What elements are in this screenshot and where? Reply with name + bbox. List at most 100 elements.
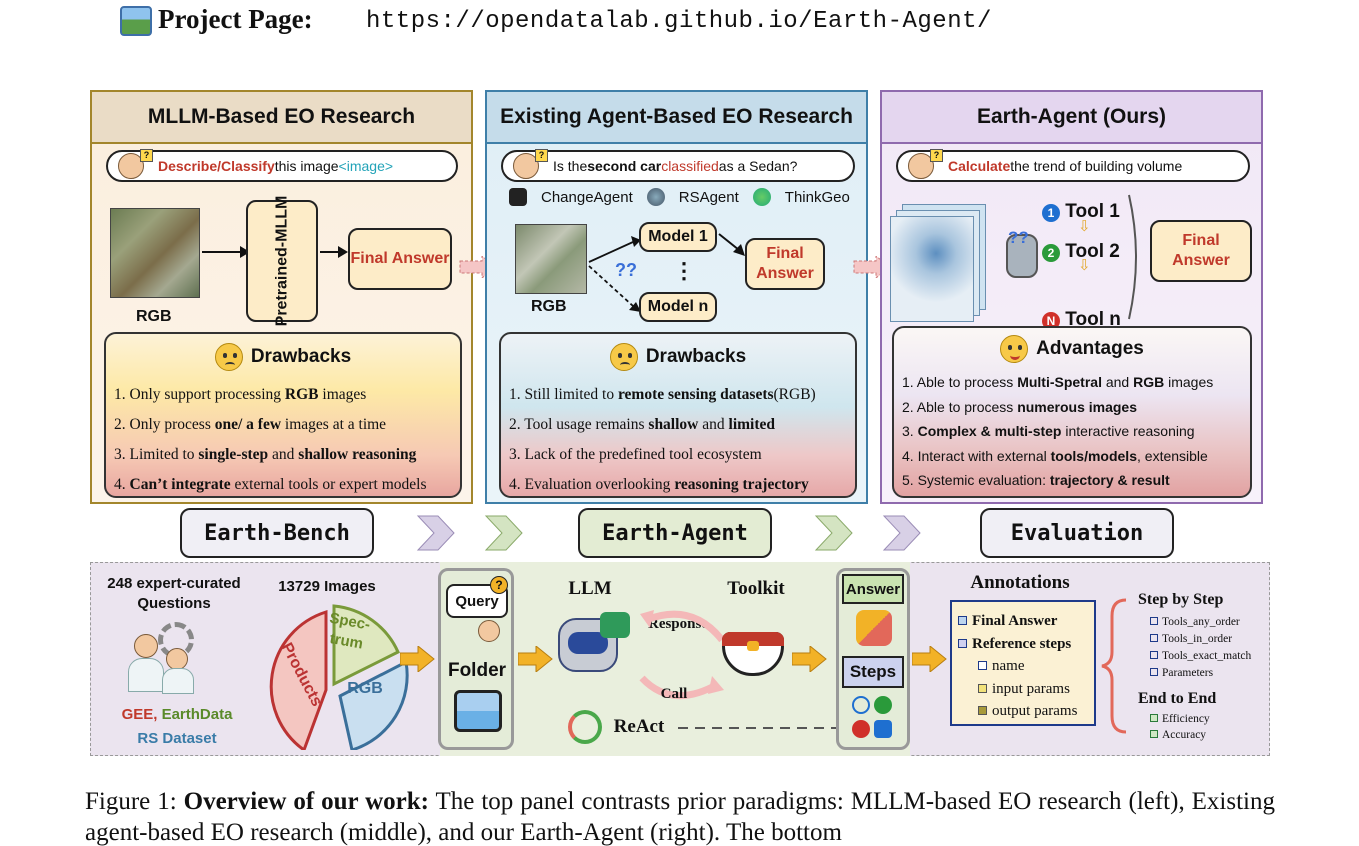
call-label: Call (660, 686, 688, 702)
model-n-box: Model n (639, 292, 717, 322)
query-bubble: Describe/Classify this image<image> (106, 149, 458, 182)
orange-arrow-icon (912, 646, 947, 672)
step-metrics-list: Tools_any_order Tools_in_order Tools_exa… (1150, 614, 1251, 682)
branch-arrows-icon (588, 236, 641, 312)
metric-item: Tools_in_order (1150, 631, 1251, 648)
agent-name: ThinkGeo (784, 188, 850, 206)
orange-arrow-icon (400, 646, 435, 672)
tool-list: 1 Tool 1 2 Tool 2 N Tool n (1042, 192, 1121, 340)
query-chip: Query (446, 584, 508, 618)
user-icon (118, 149, 153, 179)
dashed-arrow-icon (678, 722, 846, 734)
cycle-arrows-icon (639, 610, 725, 700)
react-cycle-icon (568, 710, 602, 744)
react-label: ReAct (613, 716, 665, 737)
metric-item: Parameters (1150, 665, 1251, 682)
query-tag: <image> (338, 158, 394, 174)
step-by-step-title: Step by Step (1138, 591, 1224, 608)
end-to-end-title: End to End (1138, 690, 1217, 707)
toolkit-label: Toolkit (727, 578, 785, 599)
tool-item: N Tool n (1042, 300, 1121, 340)
answer-chip: Answer (842, 574, 904, 604)
chevron-right-icon (416, 515, 455, 551)
query-bubble: Calculate the trend of building volume (896, 149, 1250, 182)
arrow-icon (202, 246, 250, 258)
drawback-item: 1. Still limited to remote sensing datas… (509, 386, 816, 403)
ellipsis: ⋮ (673, 258, 695, 283)
orange-arrow-icon (792, 646, 827, 672)
final-answer-box: Final Answer (1150, 220, 1252, 282)
chat-bubble-icon (600, 612, 630, 638)
steps-chip: Steps (842, 656, 904, 688)
drawbacks-list: 1. Still limited to remote sensing datas… (509, 380, 849, 496)
number-1-icon: 1 (1042, 204, 1060, 222)
drawback-item: 4. Evaluation overlooking reasoning traj… (509, 476, 809, 493)
thinkgeo-icon (752, 188, 771, 206)
project-page-url[interactable]: https://opendatalab.github.io/Earth-Agen… (366, 8, 992, 35)
arrow-icon (320, 246, 348, 258)
drawback-item: 3. Limited to single-step and shallow re… (114, 446, 417, 463)
bracket-icon (1128, 194, 1137, 320)
drawback-item: 1. Only support processing RGB images (114, 386, 367, 403)
folder-label: Folder (447, 660, 507, 681)
experts-icon (128, 622, 204, 694)
annotation-item: Reference steps (958, 633, 1088, 656)
advantage-item: 2. Able to process numerous images (902, 398, 1138, 415)
number-n-icon: N (1042, 312, 1060, 330)
panel-title: MLLM-Based EO Research (92, 92, 471, 144)
annotation-item: name (958, 655, 1088, 678)
advantages-card: Advantages 1. Able to process Multi-Spet… (892, 326, 1252, 498)
rgb-label: RGB (531, 298, 567, 315)
advantage-item: 1. Able to process Multi-Spetral and RGB… (902, 374, 1214, 390)
steps-flow-icon (852, 696, 894, 740)
figure-caption: Figure 1: Overview of our work: The top … (85, 788, 1275, 846)
drawbacks-title: Drawbacks (250, 346, 352, 367)
chevron-right-icon (882, 515, 921, 551)
stage-evaluation: Evaluation (980, 508, 1174, 558)
arrow-icon (718, 233, 745, 256)
drawbacks-title: Drawbacks (645, 346, 747, 367)
llm-label: LLM (568, 578, 612, 599)
pretrained-mllm-box: Pretrained-MLLM (246, 196, 318, 326)
query-action: Describe/Classify (158, 158, 275, 174)
rsagent-icon (646, 188, 665, 206)
agent-name: RSAgent (678, 188, 739, 206)
questions-label: 248 expert-curated Questions (107, 575, 241, 612)
pie-slice-spectrum (332, 604, 400, 687)
data-pie-chart (269, 604, 409, 750)
drawback-item: 2. Only process one/ a few images at a t… (114, 416, 387, 433)
final-answer-box: Final Answer (348, 228, 452, 290)
down-arrow-icon: ⇩ (1078, 218, 1091, 235)
advantage-item: 3. Complex & multi-step interactive reas… (902, 423, 1195, 439)
tool-item: 2 Tool 2 (1042, 232, 1121, 272)
panel-earth-agent: Earth-Agent (Ours) Calculate the trend o… (880, 90, 1263, 504)
query-text: this image (274, 158, 339, 174)
agent-name: ChangeAgent (541, 188, 633, 206)
number-2-icon: 2 (1042, 244, 1060, 262)
panel-mllm-based: MLLM-Based EO Research Describe/Classify… (90, 90, 473, 504)
sad-face-icon (609, 343, 638, 371)
pie-slice-products (269, 609, 328, 750)
pie-label-rgb: RGB (347, 680, 383, 697)
rgb-image (110, 208, 200, 298)
advantages-list: 1. Able to process Multi-Spetral and RGB… (902, 370, 1244, 493)
advantage-item: 5. Systemic evaluation: trajectory & res… (902, 472, 1170, 488)
panel-title: Existing Agent-Based EO Research (487, 92, 866, 144)
metric-item: Tools_exact_match (1150, 648, 1251, 665)
advantages-title: Advantages (1036, 338, 1144, 359)
drawbacks-card: Drawbacks 1. Only support processing RGB… (104, 332, 462, 498)
stage-earth-bench: Earth-Bench (180, 508, 374, 558)
question-mark-icon: ?? (615, 260, 637, 280)
stage-earth-agent: Earth-Agent (578, 508, 772, 558)
drawback-item: 3. Lack of the predefined tool ecosystem (509, 446, 762, 463)
agent-list: ChangeAgent RSAgent ThinkGeo (509, 188, 850, 206)
sad-face-icon (214, 343, 243, 371)
pie-slice-rgb (338, 659, 409, 750)
drawbacks-card: Drawbacks 1. Still limited to remote sen… (499, 332, 857, 498)
project-page-label: Project Page: (158, 4, 313, 34)
rgb-image (515, 224, 587, 294)
annotations-box: Final Answer Reference steps name input … (950, 600, 1096, 726)
annotation-item: Final Answer (958, 610, 1088, 633)
rgb-label: RGB (136, 308, 172, 325)
annotations-title: Annotations (970, 572, 1070, 593)
